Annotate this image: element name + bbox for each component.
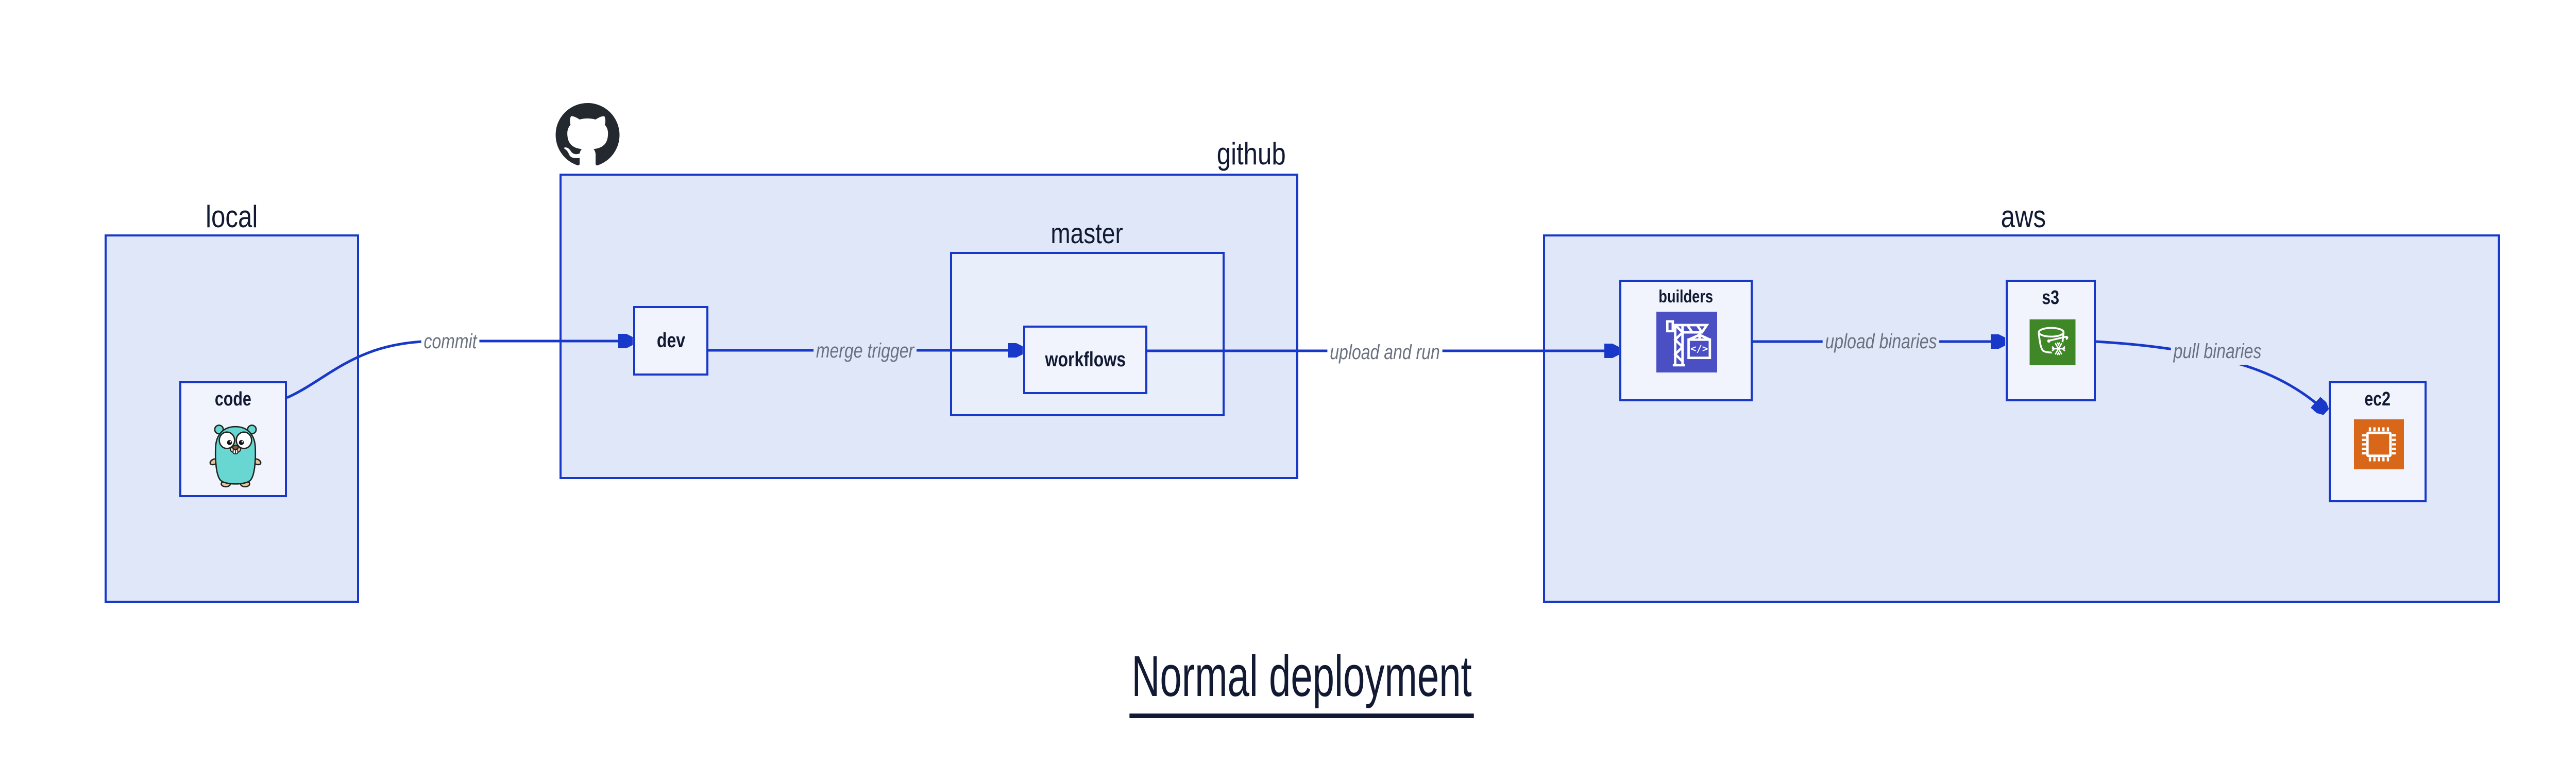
edge-label-pull-binaries: pull binaries bbox=[2171, 338, 2264, 365]
edge-label-upload-binaries: upload binaries bbox=[1822, 328, 1940, 355]
aws-s3-glacier-bucket-icon bbox=[2029, 319, 2076, 365]
node-builders: builders </> bbox=[1619, 280, 1753, 401]
node-ec2-label: ec2 bbox=[2364, 388, 2391, 410]
node-s3: s3 bbox=[2006, 280, 2096, 401]
go-gopher-icon bbox=[209, 425, 262, 488]
aws-ec2-chip-icon bbox=[2354, 419, 2404, 469]
github-octocat-icon bbox=[555, 103, 620, 165]
svg-text:</>: </> bbox=[1690, 343, 1708, 354]
edge-label-merge-trigger: merge trigger bbox=[814, 337, 917, 364]
node-builders-label: builders bbox=[1658, 287, 1714, 307]
node-workflows-label: workflows bbox=[1045, 348, 1126, 371]
node-s3-label: s3 bbox=[2042, 287, 2060, 309]
group-title-local: local bbox=[206, 199, 258, 234]
node-dev: dev bbox=[633, 306, 708, 376]
aws-codebuild-crane-icon: </> bbox=[1656, 312, 1717, 372]
edge-label-commit: commit bbox=[421, 328, 480, 355]
diagram-title: Normal deployment bbox=[0, 643, 2576, 718]
node-workflows: workflows bbox=[1023, 326, 1147, 394]
group-title-master: master bbox=[1050, 217, 1124, 249]
node-dev-label: dev bbox=[656, 329, 685, 352]
edge-label-upload-and-run: upload and run bbox=[1327, 339, 1443, 366]
node-ec2: ec2 bbox=[2329, 381, 2427, 502]
node-code-label: code bbox=[215, 388, 251, 410]
group-title-github: github bbox=[1216, 137, 1286, 171]
group-title-aws: aws bbox=[2001, 199, 2046, 234]
node-code: code bbox=[179, 381, 287, 497]
